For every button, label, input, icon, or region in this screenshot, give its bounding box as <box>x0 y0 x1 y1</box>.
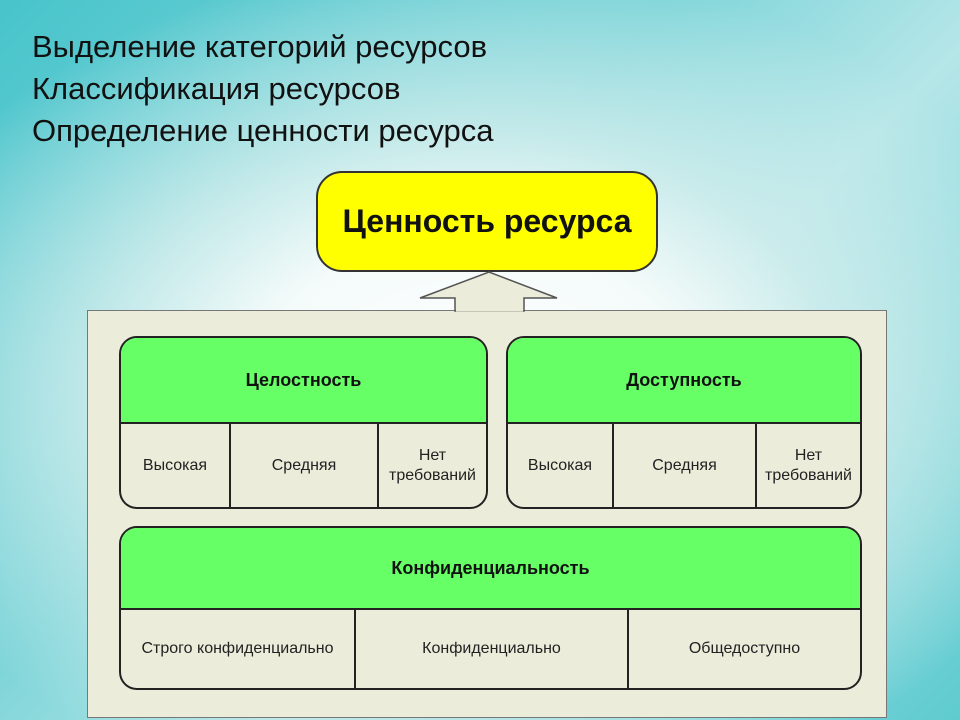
confidentiality-level-strict: Строго конфиденциально <box>121 610 356 688</box>
title-line-1: Выделение категорий ресурсов <box>32 29 488 64</box>
confidentiality-header: Конфиденциальность <box>121 528 860 610</box>
title-line-3: Определение ценности ресурса <box>32 113 494 148</box>
confidentiality-level-confidential: Конфиденциально <box>356 610 629 688</box>
resource-value-box: Ценность ресурса <box>316 171 658 272</box>
title-line-2: Классификация ресурсов <box>32 71 401 106</box>
integrity-header: Целостность <box>121 338 486 424</box>
title-lines: Выделение категорий ресурсов Классификац… <box>32 26 494 152</box>
availability-level-medium: Средняя <box>614 424 757 507</box>
integrity-level-none: Нет требований <box>389 446 476 484</box>
availability-level-high: Высокая <box>508 424 614 507</box>
integrity-category: Целостность Высокая Средняя Нет требован… <box>119 336 488 509</box>
availability-category: Доступность Высокая Средняя Нет требован… <box>506 336 862 509</box>
confidentiality-level-public: Общедоступно <box>688 640 801 657</box>
confidentiality-category: Конфиденциальность Строго конфиденциальн… <box>119 526 862 690</box>
availability-header: Доступность <box>508 338 860 424</box>
integrity-level-high: Высокая <box>121 424 231 507</box>
availability-level-none: Нет требований <box>765 446 852 484</box>
integrity-level-medium: Средняя <box>231 424 379 507</box>
